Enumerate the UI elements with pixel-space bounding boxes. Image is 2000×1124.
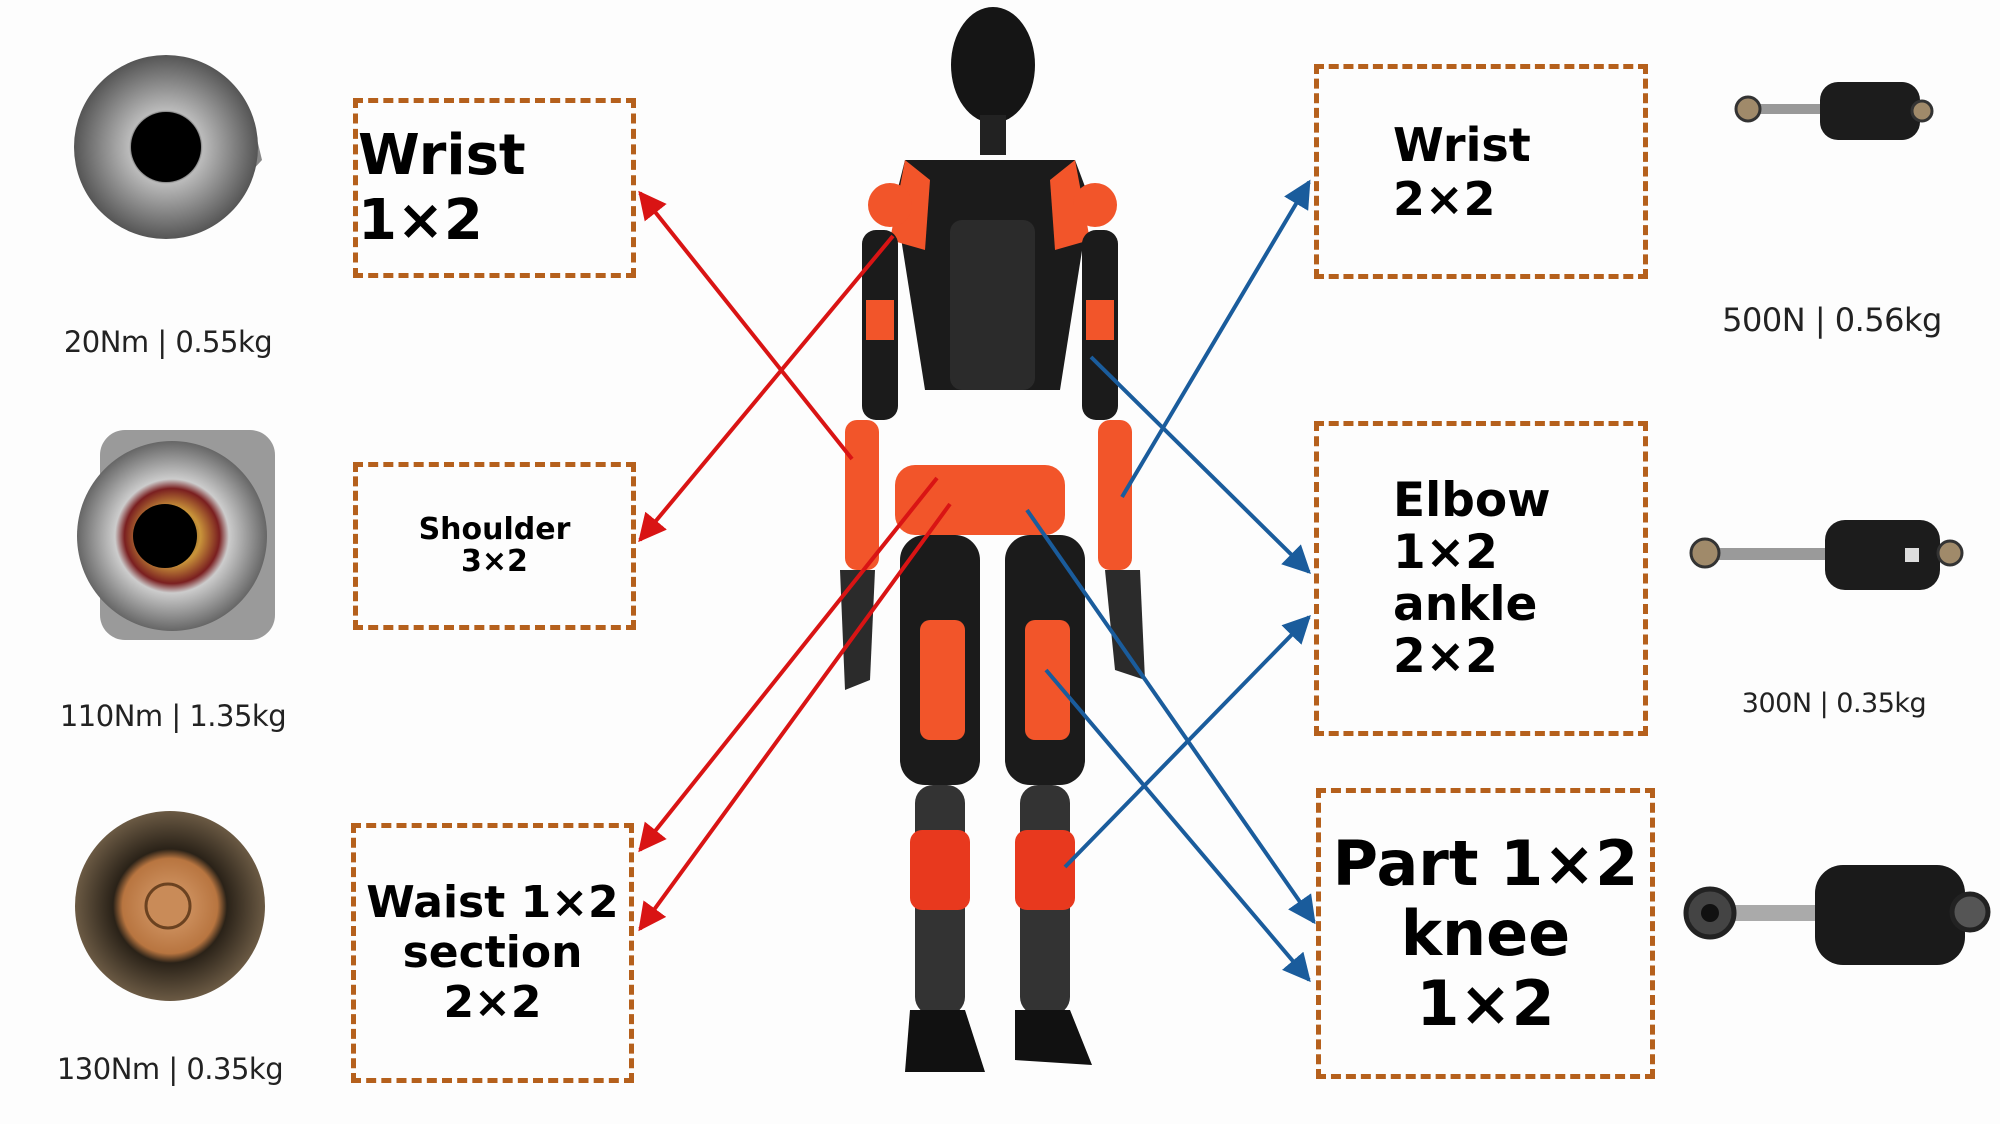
rotary-actuator-small-icon [74, 55, 262, 239]
spec-label: 110Nm | 1.35kg [59, 699, 287, 733]
humanoid-robot-illustration [840, 7, 1145, 1072]
rotary-actuator-large-icon [75, 811, 265, 1001]
spec-label: 20Nm | 0.55kg [63, 325, 273, 359]
arrow-to-wrist-2x2 [1120, 179, 1311, 499]
joint-box-shoulder: Shoulder 3×2 [353, 462, 636, 630]
linear-actuator-medium-icon [1689, 520, 1964, 590]
joint-box-part-knee: Part 1×2 knee 1×2 [1316, 788, 1655, 1079]
joint-label-line: 2×2 [1393, 628, 1498, 684]
joint-label-line: Shoulder [418, 512, 571, 547]
joint-label-line: 2×2 [443, 977, 542, 1028]
joint-box-wrist-1x2: Wrist 1×2 [353, 98, 636, 278]
arrow-to-shoulder [638, 234, 895, 543]
spec-label: 300N | 0.35kg [1741, 688, 1927, 719]
joint-label-line: knee 1×2 [1400, 896, 1571, 1040]
joint-label-line: Elbow [1393, 472, 1551, 528]
spec-label: 130Nm | 0.35kg [56, 1052, 284, 1086]
rotary-actuator-medium-icon [77, 430, 275, 640]
linear-actuator-large-icon [1683, 865, 1991, 965]
joint-label-line: 3×2 [461, 544, 528, 579]
joint-box-waist: Waist 1×2 section 2×2 [351, 823, 634, 1083]
joint-box-wrist-2x2: Wrist 2×2 [1314, 64, 1648, 279]
linear-actuator-small-icon [1734, 82, 1934, 140]
joint-label-line: section [402, 927, 583, 978]
spec-label: 500N | 0.56kg [1722, 301, 1942, 339]
joint-label: Wrist 2×2 [1393, 117, 1531, 226]
arrow-to-wrist-1x2 [638, 190, 854, 461]
joint-label-line: 1×2 ankle [1393, 524, 1538, 632]
joint-box-elbow-ankle: Elbow 1×2 ankle 2×2 [1314, 421, 1648, 736]
joint-label-line: Part 1×2 [1332, 826, 1639, 900]
arrow-to-knee [1044, 668, 1311, 983]
arrow-to-waist-2 [638, 502, 952, 932]
joint-label: Wrist 1×2 [358, 123, 526, 253]
joint-label-line: Waist 1×2 [366, 877, 619, 928]
arrow-to-elbow [1089, 355, 1311, 574]
arrow-to-part [1025, 508, 1316, 925]
arrow-to-waist-1 [638, 476, 939, 853]
